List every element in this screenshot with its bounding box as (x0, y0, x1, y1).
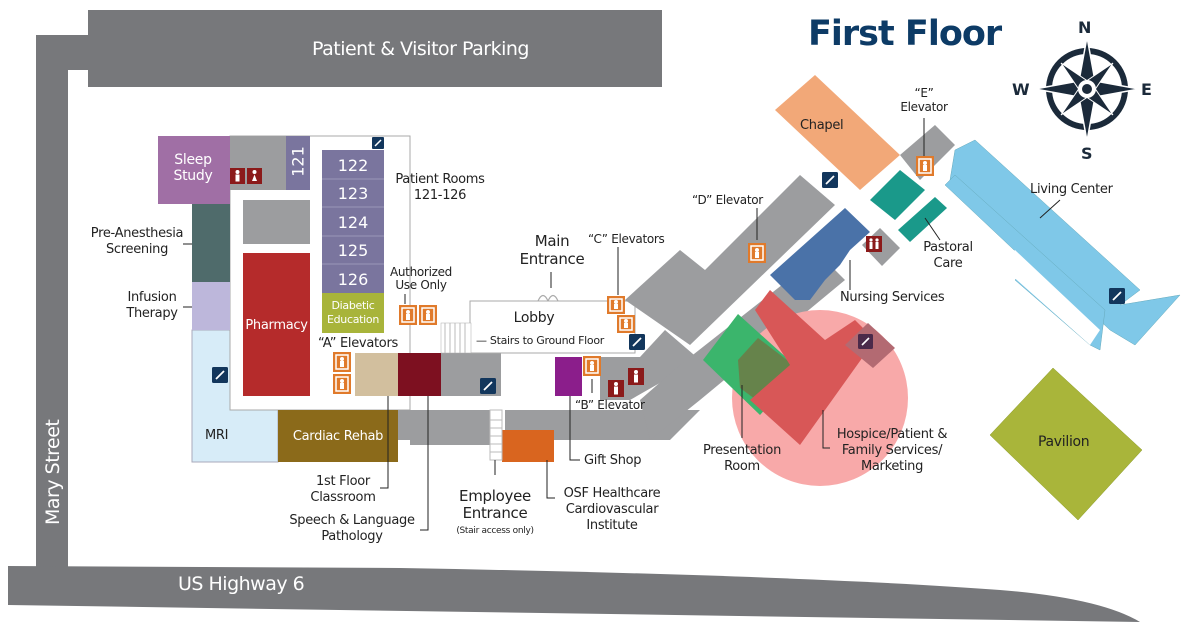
hospice-label: Hospice/Patient & Family Services/ Marke… (836, 427, 948, 474)
infusion-label: Infusion Therapy (126, 290, 178, 321)
room-121-label: 121 (288, 146, 308, 177)
restroom-icon-b (608, 368, 644, 397)
elevator-icon-e (916, 156, 934, 176)
corridor-d-wing (625, 175, 835, 345)
authorized-use-label: Authorized Use Only (389, 265, 453, 292)
a-elevators-label: “A” Elevators (318, 336, 398, 351)
pre-anesthesia-label: Pre-Anesthesia Screening (90, 226, 184, 257)
highway-label: US Highway 6 (178, 573, 305, 595)
stairs-ground (440, 322, 472, 354)
elevator-icon-authorized (399, 305, 437, 325)
pastoral-care-label: Pastoral Care (923, 240, 973, 271)
lobby-label: Lobby (513, 310, 555, 326)
diabetic-education-label: Diabetic Education (326, 299, 380, 326)
pastoral-care-room (898, 197, 947, 242)
stairs-ground-text: Stairs to Ground Floor (489, 334, 605, 347)
stairs-icon-d-wing (822, 172, 838, 188)
room-126-label: 126 (337, 270, 369, 289)
diabetic-education-room (322, 293, 384, 333)
mri-label: MRI (205, 428, 229, 443)
presentation-room-label: Presentation Room (702, 443, 782, 474)
pre-anesthesia-room (192, 204, 230, 282)
stair-access-label: (Stair access only) (456, 526, 534, 536)
presentation-overlap (738, 338, 800, 410)
room-123-label: 123 (337, 184, 369, 203)
e-elevator-area (900, 125, 955, 180)
room-125-label: 125 (337, 241, 369, 260)
pharmacy-label: Pharmacy (245, 318, 308, 333)
teal-room-north (870, 170, 925, 220)
c-elevators-label: “C” Elevators (588, 232, 665, 246)
classroom-label: 1st Floor Classroom (310, 474, 376, 505)
parking-lot (88, 10, 662, 87)
osf-label: OSF Healthcare Cardiovascular Institute (563, 486, 661, 533)
sleep-study-room (158, 136, 230, 204)
patient-rooms-block (322, 150, 384, 293)
main-entrance-label: Main Entrance (519, 232, 585, 268)
pavilion-label: Pavilion (1038, 434, 1090, 450)
stairs-icon-corridor (480, 378, 496, 394)
classroom-room (355, 353, 398, 396)
compass-rose-icon (1034, 36, 1140, 142)
sleep-study-label: Sleep Study (173, 152, 213, 184)
elevator-icon-b (583, 356, 601, 376)
employee-stairs (489, 409, 503, 461)
stairs-icon-living (1109, 288, 1125, 304)
cardiac-rehab-label: Cardiac Rehab (292, 429, 384, 444)
elevator-icon-a (333, 352, 351, 394)
parking-label: Patient & Visitor Parking (312, 38, 529, 60)
us-highway-6-road (8, 566, 1140, 622)
chapel-room (775, 75, 900, 190)
room-121 (286, 136, 310, 190)
osf-room (502, 430, 554, 462)
room-124-label: 124 (337, 213, 369, 232)
stairs-lines (444, 323, 466, 353)
storage-room (243, 200, 310, 244)
e-elevator-label: “E” Elevator (900, 86, 948, 114)
infusion-room (192, 282, 230, 330)
compass-south-label: S (1081, 144, 1093, 163)
elevator-icon-c (607, 296, 635, 333)
elevator-icon-d (748, 243, 766, 263)
pharmacy-room (243, 253, 310, 396)
gift-shop-label: Gift Shop (584, 453, 642, 468)
b-elevator-label: “B” Elevator (575, 398, 645, 412)
stairs-icon-mri (212, 367, 228, 383)
leader-lines (183, 118, 1061, 531)
cardiac-rehab-room (278, 410, 398, 462)
employee-entrance-label: Employee Entrance (459, 487, 531, 522)
gift-shop-room (555, 357, 582, 396)
page-title: First Floor (808, 14, 1002, 54)
nursing-services-room (770, 208, 870, 300)
stairs-ground-label: — Stairs to Ground Floor (476, 334, 605, 347)
compass-east-label: E (1141, 80, 1152, 99)
restroom-icon-north (230, 168, 262, 184)
mary-street-label: Mary Street (42, 419, 64, 525)
restroom-icon-nursing (866, 236, 882, 252)
speech-room (398, 353, 441, 396)
pavilion-building (989, 367, 1143, 521)
living-center-label: Living Center (1030, 182, 1113, 197)
main-entrance-door (537, 294, 559, 302)
east-corridor-junction (600, 330, 700, 400)
patient-rooms-label: Patient Rooms 121-126 (395, 172, 485, 203)
compass-west-label: W (1012, 80, 1030, 99)
stairs-icon-c (629, 334, 645, 350)
hospice-room (750, 290, 875, 445)
lower-corridor (398, 410, 490, 445)
living-center-arm (1000, 250, 1100, 345)
compass-north-label: N (1078, 18, 1092, 37)
stairs-icon-hospice (858, 334, 873, 349)
nursing-services-label: Nursing Services (840, 290, 945, 305)
speech-label: Speech & Language Pathology (289, 513, 415, 544)
stairs-icon-north (372, 137, 384, 149)
chapel-label: Chapel (800, 118, 844, 133)
mary-street-road (36, 35, 88, 568)
d-elevator-label: “D” Elevator (692, 193, 763, 207)
room-122-label: 122 (337, 156, 369, 175)
